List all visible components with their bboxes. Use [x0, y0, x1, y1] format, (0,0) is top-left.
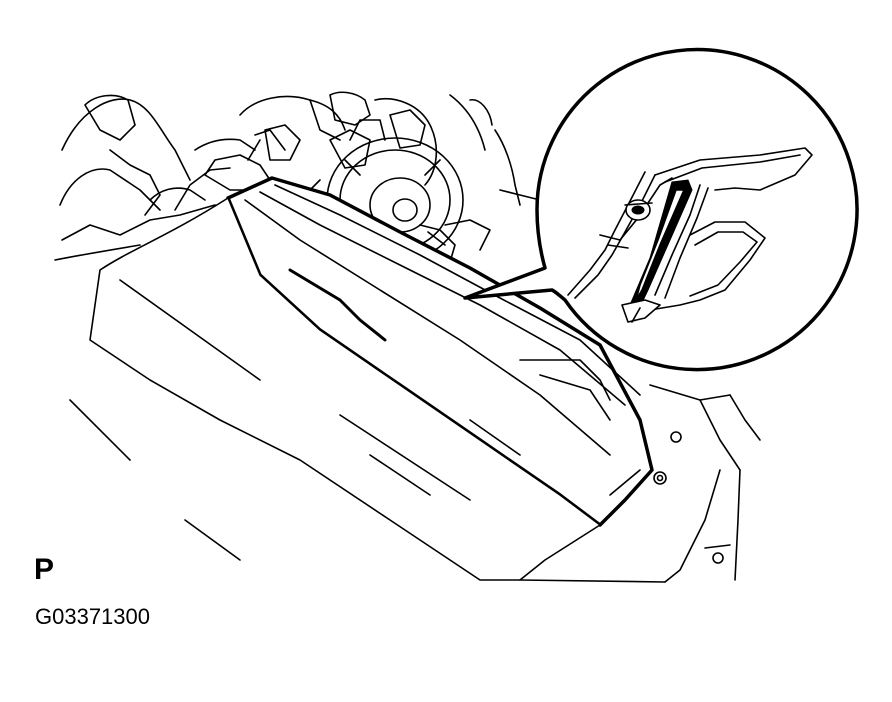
detail-callout [463, 47, 859, 372]
body-right-side [519, 359, 761, 583]
view-label: P [34, 553, 55, 586]
figure-code: G03371300 [35, 604, 150, 629]
clip-detail-magnified [567, 147, 813, 323]
radiator-support-panel [69, 176, 654, 581]
